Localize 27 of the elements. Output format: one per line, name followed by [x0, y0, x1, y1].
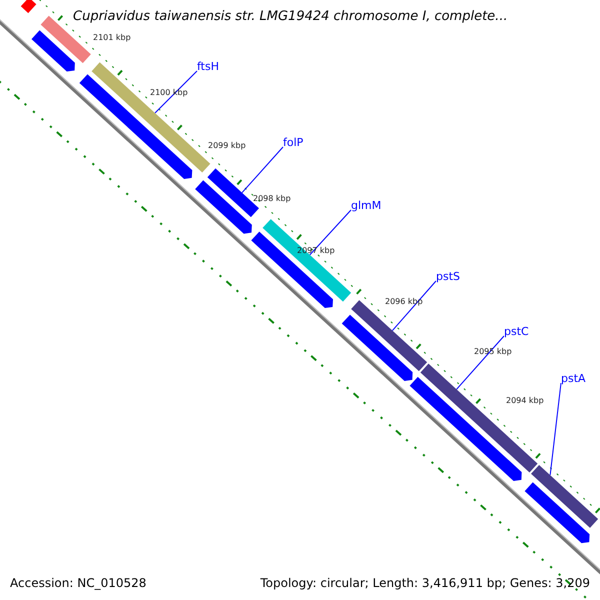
gene-bar: [531, 465, 598, 528]
gene-label: glmM: [351, 199, 382, 212]
genome-info-text: Topology: circular; Length: 3,416,911 bp; Genes: 3,209: [260, 576, 590, 590]
leader-line: [392, 280, 436, 332]
gene-label: pstA: [561, 372, 586, 385]
gene-bar: [32, 30, 75, 72]
map-title: Cupriavidus taiwanensis str. LMG19424 chromosome I, complete...: [73, 9, 508, 24]
gene-bar: [79, 74, 192, 179]
gene-bar: [195, 180, 252, 234]
leader-line: [309, 210, 352, 256]
tick-label: 2099 kbp: [208, 141, 246, 150]
gene-bar: [262, 219, 352, 302]
gene-label: pstS: [436, 270, 460, 283]
leader-line: [550, 382, 562, 476]
tick-label: 2101 kbp: [93, 33, 131, 42]
gene-bar: [20, 0, 36, 14]
tick-label: 2094 kbp: [506, 396, 544, 405]
gene-label: pstC: [504, 325, 529, 338]
leader-line: [154, 70, 198, 114]
gene-bar: [524, 482, 590, 544]
gene-label: folP: [283, 136, 304, 149]
leader-line: [456, 336, 504, 390]
gene-label: ftsH: [197, 60, 219, 73]
tick-label: 2098 kbp: [253, 194, 291, 203]
gene-bar: [342, 314, 413, 381]
accession-text: Accession: NC_010528: [10, 576, 146, 590]
gene-bar: [251, 232, 333, 308]
